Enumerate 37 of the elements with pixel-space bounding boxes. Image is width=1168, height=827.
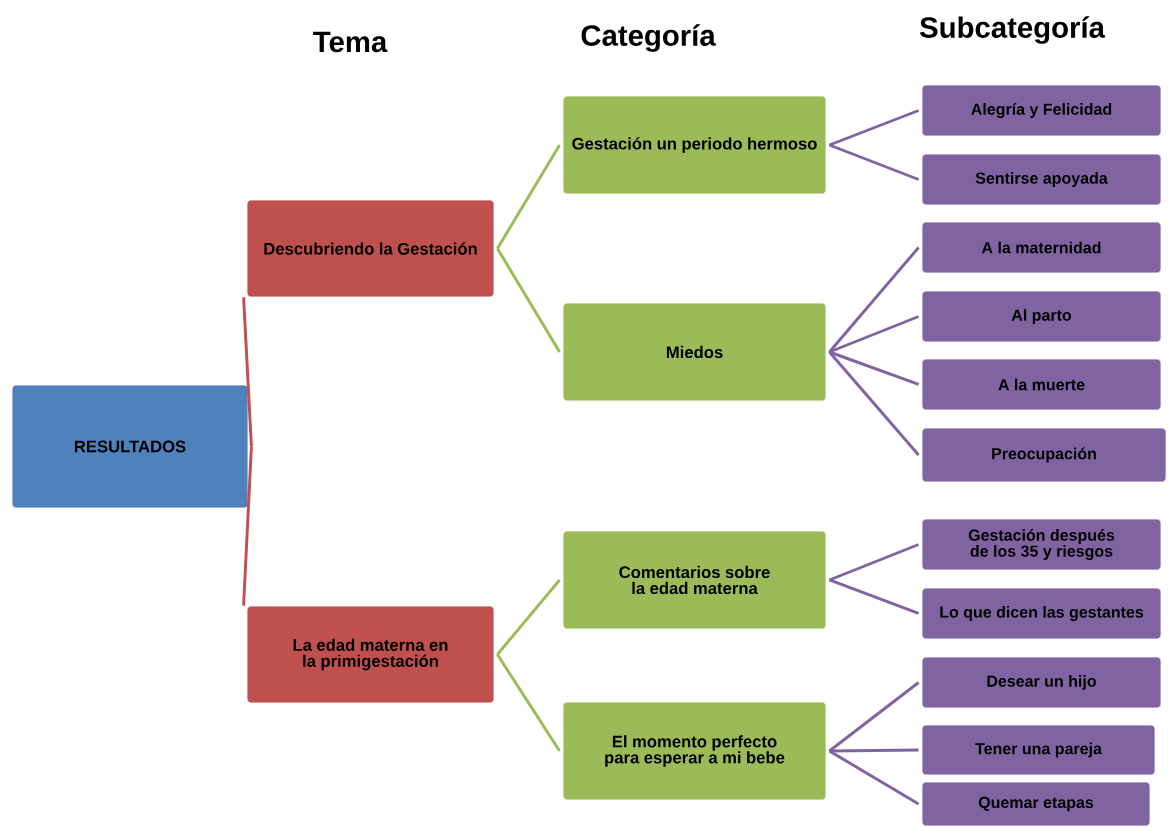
theme-box: Descubriendo la Gestación [246, 199, 495, 298]
subcategory-box: Desear un hijo [921, 656, 1162, 709]
column-heading: Tema [313, 31, 388, 53]
theme-box: La edad materna en la primigestación [246, 605, 495, 704]
connector-line [828, 109, 920, 147]
connector-line [242, 297, 253, 447]
subcategory-box: A la maternidad [921, 221, 1162, 274]
subcategory-box: Alegría y Felicidad [921, 84, 1162, 137]
subcategory-box: Tener una pareja [921, 724, 1156, 776]
category-box: Comentarios sobre la edad materna [562, 530, 827, 630]
connector-line [828, 350, 920, 386]
category-box: Miedos [562, 302, 827, 402]
connector-line [829, 748, 919, 753]
connector-line [828, 578, 920, 615]
subcategory-box: Preocupación [921, 427, 1167, 483]
connector-line [828, 143, 920, 181]
connector-line [828, 246, 920, 353]
connector-line [828, 351, 920, 456]
column-heading: Categoría [581, 24, 716, 52]
connector-line [828, 681, 920, 753]
subcategory-box: A la muerte [921, 358, 1162, 411]
subcategory-box: Lo que dicen las gestantes [921, 587, 1162, 640]
connector-line [496, 579, 561, 656]
subcategory-box: Gestación después de los 35 y riesgos [921, 518, 1162, 571]
category-box: El momento perfecto para esperar a mi bebe [562, 701, 827, 801]
subcategory-box: Al parto [921, 290, 1162, 343]
connector-line [496, 653, 561, 752]
connector-line [496, 247, 561, 353]
category-box: Gestación un periodo hermoso [562, 95, 827, 195]
subcategory-box: Quemar etapas [921, 781, 1151, 827]
root-box: RESULTADOS [11, 384, 249, 509]
column-heading: Subcategoría [919, 16, 1106, 44]
connector-line [496, 144, 561, 250]
connector-line [828, 749, 920, 806]
connector-line [828, 543, 920, 582]
connector-line [242, 446, 253, 606]
subcategory-box: Sentirse apoyada [921, 153, 1162, 206]
